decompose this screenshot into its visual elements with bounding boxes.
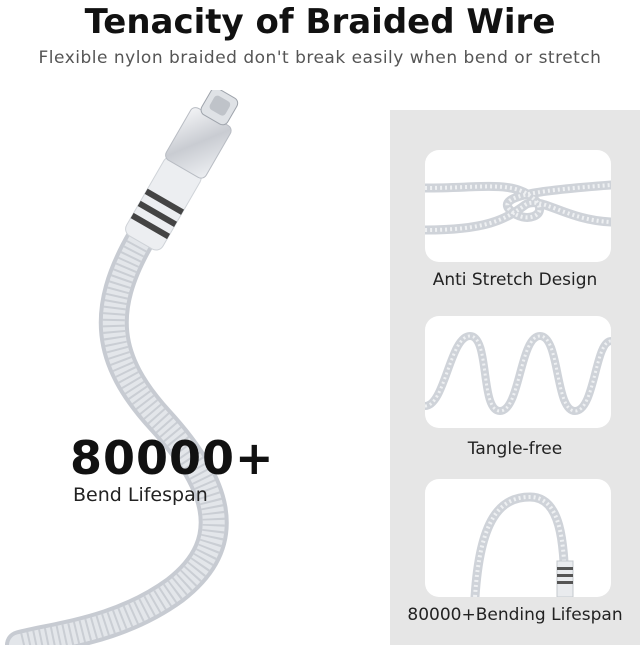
usb-c-cable-image xyxy=(5,90,239,645)
anti-stretch-image xyxy=(425,150,611,262)
bend-count: 80000+ xyxy=(70,431,275,485)
tangle-free-image xyxy=(425,316,611,428)
page-title: Tenacity of Braided Wire xyxy=(84,2,556,42)
coiled-cable-icon xyxy=(425,331,611,416)
knotted-cable-icon xyxy=(425,180,611,235)
feature-label-bending-lifespan: 80000+Bending Lifespan xyxy=(407,605,623,625)
feature-label-tangle-free: Tangle-free xyxy=(467,439,563,459)
feature-label-anti-stretch: Anti Stretch Design xyxy=(432,270,598,290)
bent-cable-icon xyxy=(470,492,574,597)
bend-label: Bend Lifespan xyxy=(73,484,208,506)
page-subtitle: Flexible nylon braided don't break easil… xyxy=(38,48,602,68)
bending-lifespan-image xyxy=(425,479,611,597)
